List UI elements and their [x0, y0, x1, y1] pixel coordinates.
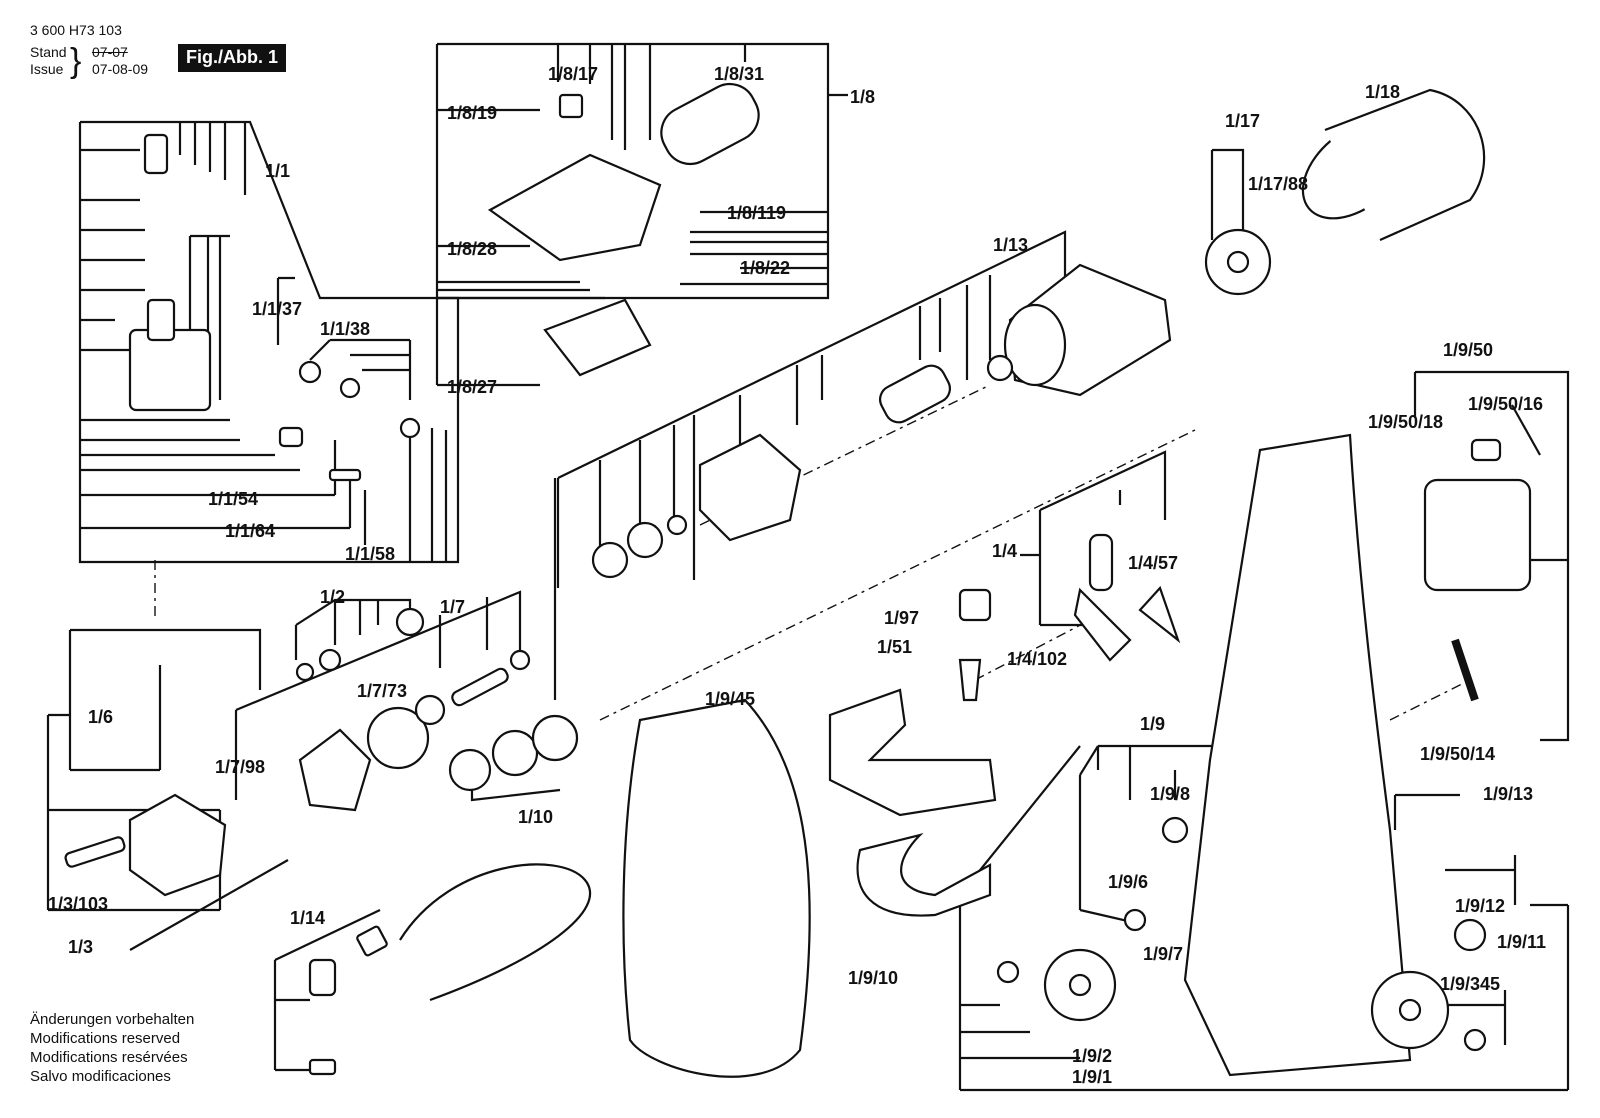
- callout: 1/1/64: [225, 521, 275, 541]
- callout: 1/9/45: [705, 689, 755, 709]
- callout: 1/97: [884, 608, 919, 628]
- brace-icon: }: [70, 42, 82, 80]
- callout: 1/10: [518, 807, 553, 827]
- callout: 1/9/50/16: [1468, 394, 1543, 414]
- callout: 1/8/28: [447, 239, 497, 259]
- figure-label: Fig./Abb. 1: [178, 44, 286, 72]
- document-number: 3 600 H73 103: [30, 22, 122, 38]
- issue-date: 07-08-09: [92, 61, 149, 77]
- callout: 1/1/54: [208, 489, 258, 509]
- callout: 1/8/31: [714, 64, 764, 84]
- detergent-tank: [1423, 478, 1532, 592]
- switch-box: [543, 298, 652, 377]
- callout: 1/4/102: [1007, 649, 1067, 669]
- callout: 1/7/98: [215, 757, 265, 777]
- motor-flange: [698, 433, 802, 542]
- stand-date: 07-07: [92, 44, 128, 60]
- callout: 1/9/11: [1497, 932, 1546, 952]
- callout: 1/7/73: [357, 681, 407, 701]
- callout: 1/9/13: [1483, 784, 1533, 804]
- callout: 1/9/12: [1455, 896, 1505, 916]
- callout: 1/8/17: [548, 64, 598, 84]
- callout: 1/9/345: [1440, 974, 1500, 994]
- issue-label: Issue: [30, 61, 64, 77]
- callout: 1/4/57: [1128, 553, 1178, 573]
- callout: 1/9/10: [848, 968, 898, 988]
- callout: 1/9/1: [1072, 1067, 1112, 1087]
- callout: 1/9/7: [1143, 944, 1183, 964]
- callout: 1/7: [440, 597, 465, 617]
- callout: 1/8/19: [447, 103, 497, 123]
- switch: [558, 93, 584, 119]
- stand-label: Stand: [30, 44, 67, 60]
- callout: 1/17: [1225, 111, 1260, 131]
- callout: 1/1/58: [345, 544, 395, 564]
- notice-line: Modifications resérvées: [30, 1049, 188, 1066]
- notice-line: Änderungen vorbehalten: [30, 1011, 195, 1028]
- callout: 1/8/119: [727, 203, 786, 223]
- callout: 1/1: [265, 161, 290, 181]
- callout: 1/51: [877, 637, 912, 657]
- callout: 1/9/50/14: [1420, 744, 1495, 764]
- callout: 1/6: [88, 707, 113, 727]
- callout: 1/14: [290, 908, 325, 928]
- callout: 1/8/27: [447, 377, 497, 397]
- callout: 1/4: [992, 541, 1017, 561]
- callout: 1/8/22: [740, 258, 790, 278]
- pump-head: [128, 793, 227, 897]
- callout: 1/9: [1140, 714, 1165, 734]
- notice-line: Modifications reserved: [30, 1030, 181, 1047]
- part-sketches: [64, 82, 1532, 1078]
- callout-labels: 1/1 1/1/37 1/1/38 1/1/54 1/1/64 1/1/58 1…: [48, 64, 1546, 1087]
- callout: 1/9/50: [1443, 340, 1493, 360]
- callout: 1/1/38: [320, 319, 370, 339]
- callout: 1/8: [850, 87, 875, 107]
- callout: 1/9/50/18: [1368, 412, 1443, 432]
- manifold-body: [128, 328, 212, 412]
- callout: 1/3: [68, 937, 93, 957]
- callout: 1/3/103: [48, 894, 108, 914]
- inlet-nipple: [143, 133, 169, 175]
- callout: 1/18: [1365, 82, 1400, 102]
- callout: 1/1/37: [252, 299, 302, 319]
- callout: 1/9/8: [1150, 784, 1190, 804]
- switch-housing: [487, 153, 662, 262]
- rotor: [879, 364, 951, 424]
- callout: 1/9/6: [1108, 872, 1148, 892]
- modifications-notice: Änderungen vorbehalten Modifications res…: [30, 1010, 194, 1086]
- callout: 1/2: [320, 587, 345, 607]
- main-frame: [1183, 433, 1412, 1077]
- callout: 1/9/2: [1072, 1046, 1112, 1066]
- callout: 1/17/88: [1248, 174, 1308, 194]
- leader-frames: [46, 42, 1570, 1092]
- capacitor: [660, 82, 760, 166]
- pump-flange: [298, 728, 372, 812]
- front-cover: [622, 698, 811, 1078]
- callout: 1/13: [993, 235, 1028, 255]
- notice-line: Salvo modificaciones: [30, 1068, 171, 1085]
